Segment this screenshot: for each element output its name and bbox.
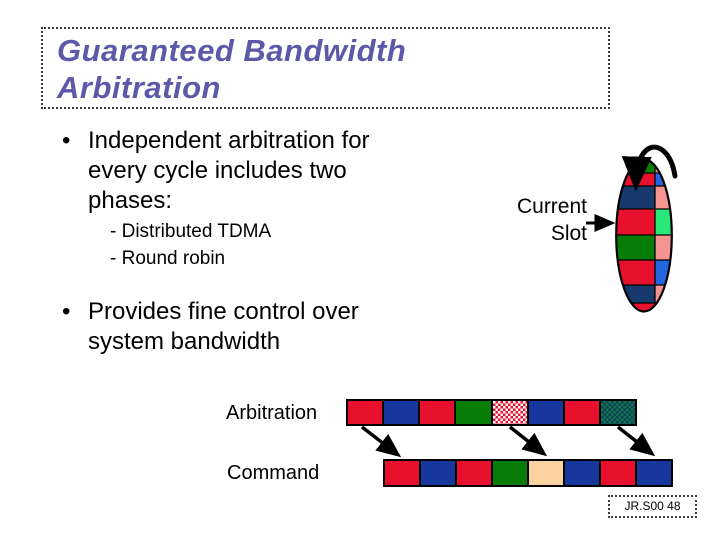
bullet-1-line-1: Independent arbitration for: [88, 127, 370, 154]
bullet-dot: •: [62, 298, 71, 325]
wheel-side-segment-pink: [655, 235, 672, 260]
arbitration-bar: [346, 399, 637, 426]
bullet-2-line-2: system bandwidth: [88, 328, 281, 355]
slot-wheel: [615, 158, 673, 313]
bar-segment-red: [564, 401, 601, 424]
current-slot-label: Current Slot: [495, 193, 587, 247]
bar-segment-blue: [565, 461, 601, 485]
wheel-front-segment-green: [616, 235, 655, 260]
bar-segment-red: [348, 401, 385, 424]
wheel-front-segment-red: [616, 173, 655, 186]
bullet-2-line-1: Provides fine control over: [88, 298, 359, 325]
wheel-front-segment-red: [616, 209, 655, 235]
title-box: Guaranteed Bandwidth Arbitration: [41, 27, 610, 109]
sub-bullet-distributed-tdma: - Distributed TDMA: [110, 221, 272, 242]
mapping-arrow-1-icon: [360, 425, 402, 458]
bar-segment-checker_green: [600, 401, 635, 424]
command-bar-label: Command: [227, 462, 320, 484]
bar-segment-blue: [384, 401, 421, 424]
wheel-side-segment-spring_green: [655, 209, 672, 235]
bar-segment-green: [456, 401, 493, 424]
wheel-front-segment-navy: [616, 186, 655, 209]
page-title-line2: Arbitration: [57, 70, 221, 105]
bar-segment-red: [601, 461, 637, 485]
bar-segment-blue: [637, 461, 671, 485]
bar-segment-peach: [529, 461, 565, 485]
wheel-front-segment-navy: [616, 285, 655, 303]
arbitration-bar-label: Arbitration: [226, 402, 318, 424]
wheel-side-segment-spring_green: [655, 303, 672, 312]
mapping-arrow-3-icon: [616, 425, 656, 457]
bullet-dot: •: [62, 127, 71, 154]
bullet-1-line-2: every cycle includes two: [88, 157, 347, 184]
bar-segment-red: [420, 401, 457, 424]
page-title-line1: Guaranteed Bandwidth: [57, 33, 407, 68]
bar-segment-checker_red: [492, 401, 529, 424]
bullet-1-line-3: phases:: [88, 187, 173, 214]
bullet-item-2: • Provides fine control over system band…: [62, 297, 359, 357]
sub-bullet-round-robin: - Round robin: [110, 248, 226, 269]
bullet-item-1: • Independent arbitration for every cycl…: [62, 126, 370, 272]
footer-slide-id: JR.S00 48: [608, 495, 697, 518]
bar-segment-red: [457, 461, 493, 485]
bar-segment-red: [385, 461, 421, 485]
bar-segment-blue: [528, 401, 565, 424]
command-bar: [383, 459, 673, 487]
bar-segment-blue: [421, 461, 457, 485]
bar-segment-green: [493, 461, 529, 485]
current-slot-label-line1: Current: [516, 195, 587, 218]
mapping-arrow-2-icon: [508, 425, 548, 457]
current-slot-label-line2: Slot: [550, 222, 587, 245]
